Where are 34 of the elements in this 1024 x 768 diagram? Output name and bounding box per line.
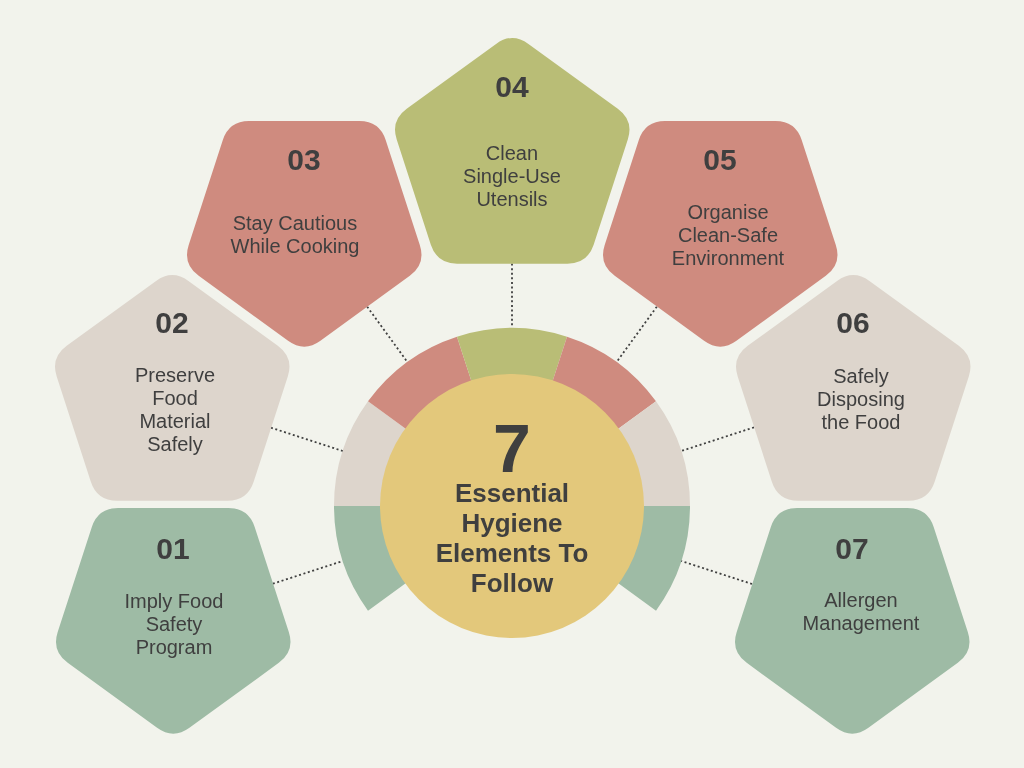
- step-number: 01: [156, 534, 190, 564]
- step-label: Organise Clean-Safe Environment: [670, 200, 786, 270]
- pentagon: [394, 37, 630, 264]
- ring-segment: [552, 336, 656, 429]
- step-number: 04: [495, 72, 529, 102]
- step-number: 03: [287, 145, 321, 175]
- ring-segment: [368, 336, 472, 429]
- step-label: Allergen Management: [801, 589, 921, 636]
- pentagon: [602, 121, 838, 347]
- dotted-line: [615, 305, 658, 363]
- ring-segment: [618, 401, 690, 506]
- step-label: Preserve Food Material Safely: [133, 364, 216, 456]
- step-number: 06: [836, 308, 870, 338]
- step-number: 05: [703, 145, 737, 175]
- step-label: Safely Disposing the Food: [816, 364, 906, 434]
- dotted-line: [271, 560, 344, 585]
- step-label: Imply Food Safety Program: [123, 589, 225, 659]
- ring-segment: [334, 506, 406, 611]
- pentagon: [54, 274, 290, 501]
- pentagon: [734, 508, 970, 734]
- pentagon: [186, 121, 422, 347]
- ring-segment: [334, 401, 406, 506]
- step-label: Stay Cautious While Cooking: [229, 212, 361, 258]
- step-number: 02: [155, 308, 189, 338]
- dotted-line: [270, 426, 344, 452]
- ring-segment: [457, 328, 567, 382]
- step-label: Clean Single-Use Utensils: [462, 142, 562, 211]
- pentagon: [735, 274, 971, 501]
- step-number: 07: [835, 534, 869, 564]
- dotted-line: [680, 560, 753, 585]
- dotted-line: [680, 426, 755, 452]
- pentagon: [55, 508, 291, 734]
- dotted-line: [366, 305, 409, 363]
- ring-segment: [618, 506, 690, 611]
